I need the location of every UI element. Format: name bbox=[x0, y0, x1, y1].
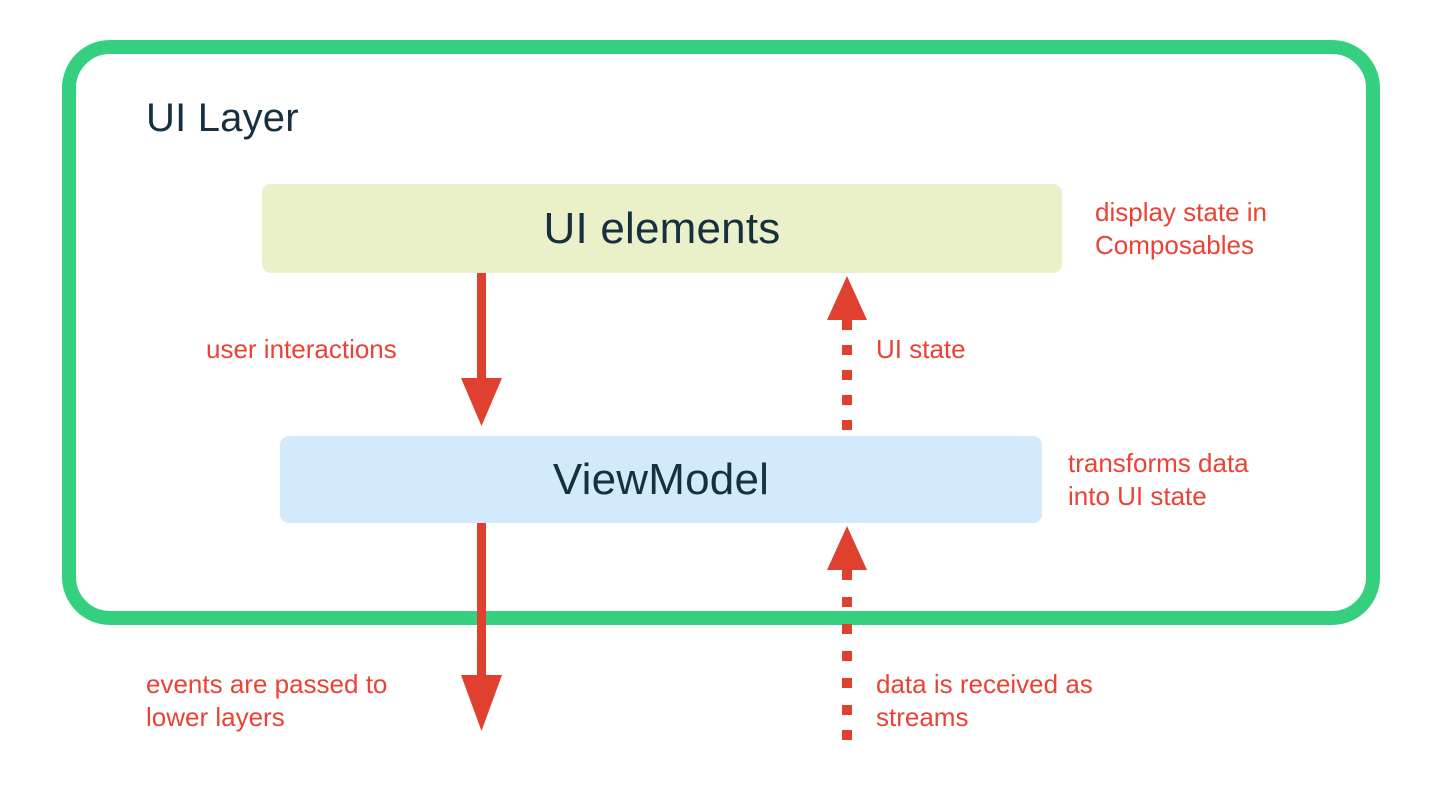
annotation-user-interactions: user interactions bbox=[206, 334, 397, 364]
annotation-data-streams: data is received as streams bbox=[876, 669, 1093, 732]
node-viewmodel[interactable]: ViewModel bbox=[280, 436, 1042, 523]
node-ui-elements[interactable]: UI elements bbox=[262, 184, 1062, 273]
ui-layer-title: UI Layer bbox=[146, 96, 299, 140]
node-viewmodel-label: ViewModel bbox=[552, 454, 770, 504]
annotation-ui-state: UI state bbox=[876, 334, 966, 364]
annotation-display-state: display state in Composables bbox=[1095, 197, 1267, 260]
annotation-transforms-data: transforms data into UI state bbox=[1068, 448, 1249, 511]
annotation-events-passed: events are passed to lower layers bbox=[146, 669, 388, 732]
ui-layer-container bbox=[62, 40, 1380, 625]
node-ui-elements-label: UI elements bbox=[543, 203, 781, 253]
